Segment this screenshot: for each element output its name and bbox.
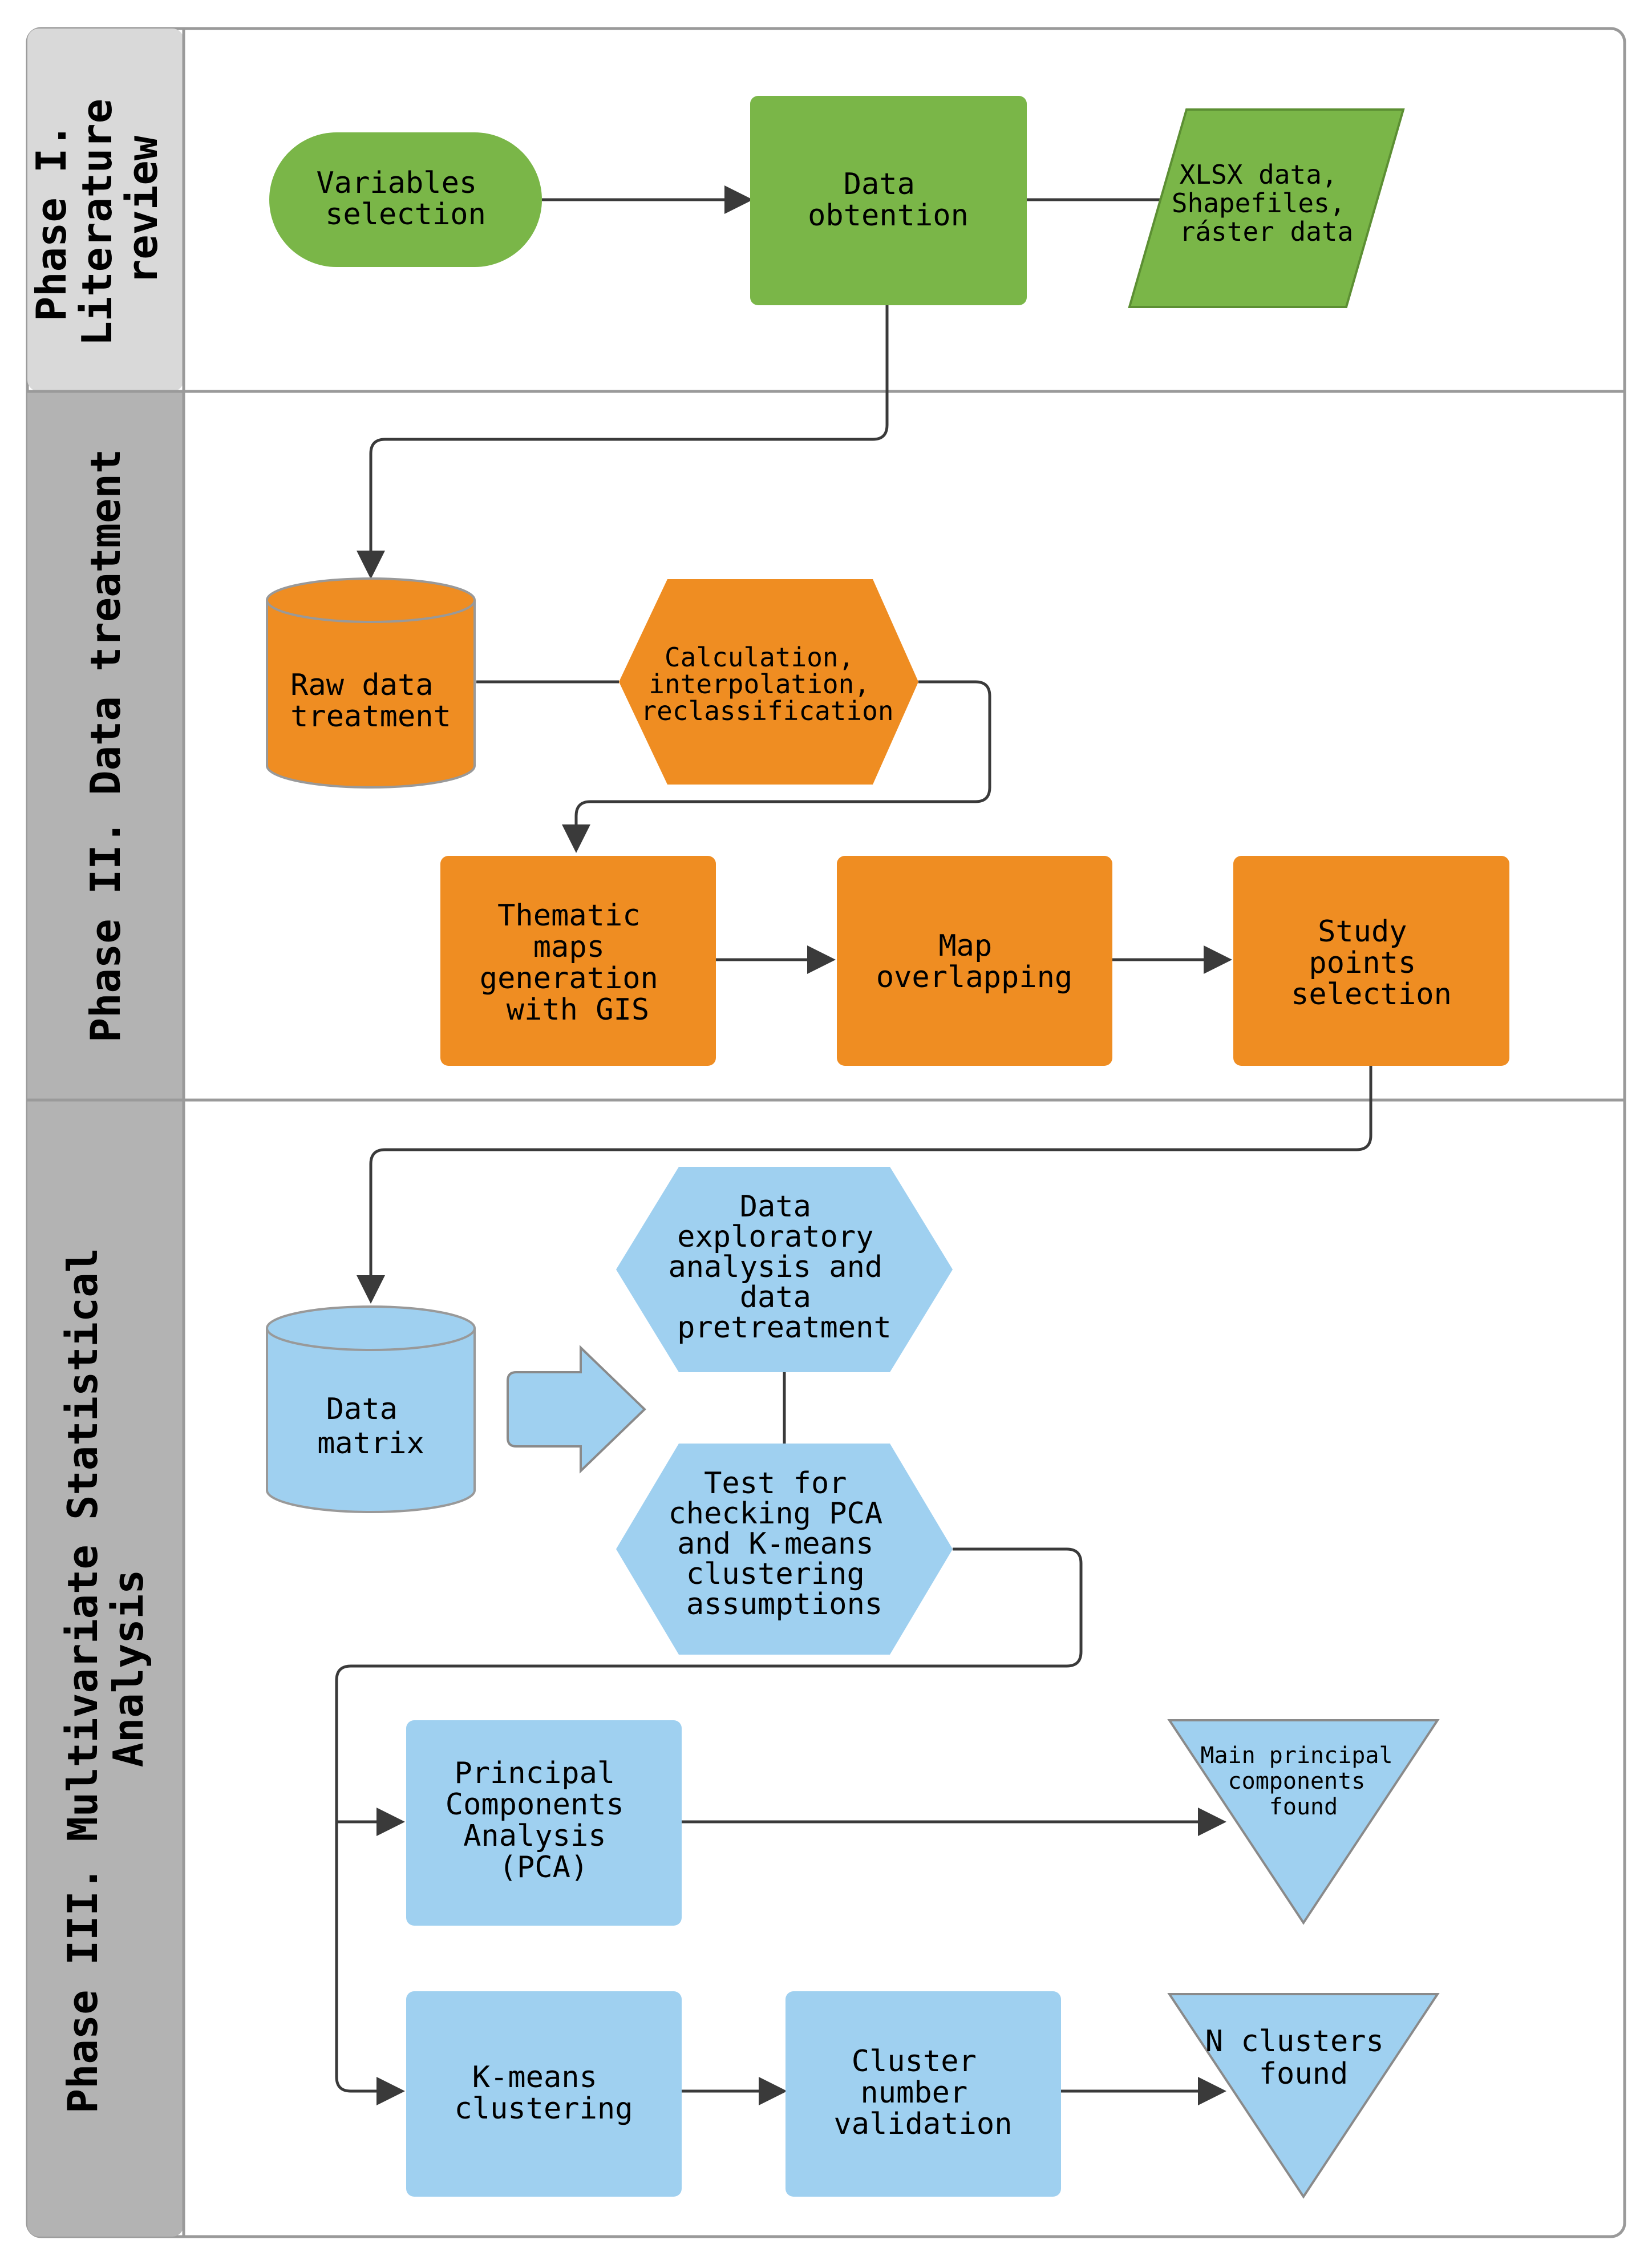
- lane-label-phase3-line2: Analysis: [104, 1570, 152, 1768]
- node-test-pca: [616, 1444, 953, 1655]
- node-xlsx-data-line3: ráster data: [1180, 216, 1354, 247]
- node-exploratory-line3: analysis and: [669, 1250, 883, 1284]
- svg-text:Data obtention: Data obtention: [808, 167, 969, 233]
- svg-text:Phase I. Literature: Phase I. Literature review: [27, 74, 167, 346]
- node-thematic-maps-line4: with GIS: [507, 993, 649, 1027]
- node-data-obtention-line2: obtention: [808, 199, 969, 233]
- node-map-overlapping: [837, 856, 1112, 1066]
- node-exploratory-line2: exploratory: [677, 1220, 873, 1254]
- node-pca-line3: Analysis: [463, 1819, 606, 1853]
- svg-text:Map overlapping: Map overlapping: [876, 929, 1072, 994]
- lane-label-phase2: Phase II. Data treatment: [82, 449, 129, 1042]
- node-map-overlapping-line1: Map: [938, 929, 992, 963]
- node-variables-selection-line2: selection: [325, 197, 486, 232]
- svg-text:Data matrix: Data matrix: [317, 1392, 424, 1461]
- node-test-pca-line4: clustering: [686, 1557, 865, 1591]
- connector-test-to-branches: [335, 1547, 1083, 2105]
- node-map-overlapping-line2: overlapping: [876, 960, 1072, 994]
- node-test-pca-line3: and K-means: [677, 1527, 873, 1561]
- node-exploratory-line4: data: [740, 1280, 811, 1315]
- svg-text:Raw data treatment: Raw data treatment: [290, 668, 451, 734]
- svg-text:Thematic maps generati: Thematic maps generation with GIS: [480, 899, 676, 1027]
- node-data-matrix-line2: matrix: [317, 1426, 424, 1461]
- svg-text:XLSX data, Shapefiles,: XLSX data, Shapefiles, ráster data: [1172, 159, 1361, 247]
- node-exploratory-line1: Data: [740, 1190, 811, 1224]
- node-cluster-validation-line1: Cluster: [852, 2044, 977, 2079]
- node-n-clusters-line1: N clusters: [1205, 2024, 1384, 2059]
- svg-text:Principal Components A: Principal Components Analysis (PCA): [446, 1756, 642, 1885]
- node-n-clusters-line2: found: [1259, 2057, 1349, 2091]
- node-raw-data-treatment-line2: treatment: [290, 700, 451, 734]
- lane-label-phase1-line2: Literature: [73, 99, 121, 346]
- svg-text:Phase II. Data treatment: Phase II. Data treatment: [82, 449, 129, 1042]
- svg-text:Test for checking PCA: Test for checking PCA and K-means cluste…: [669, 1466, 901, 1622]
- diagram-frame: [26, 27, 1626, 2238]
- node-xlsx-data-line2: Shapefiles,: [1172, 188, 1346, 219]
- node-data-obtention: [750, 96, 1027, 305]
- node-calculation: [619, 579, 918, 785]
- node-study-points-line1: Study: [1318, 915, 1407, 949]
- node-study-points-line2: points: [1309, 946, 1416, 980]
- node-pca: [406, 1720, 682, 1926]
- node-data-matrix: [266, 1305, 476, 1513]
- node-variables-selection-line1: Variables: [316, 166, 477, 200]
- node-data-obtention-line1: Data: [844, 167, 915, 201]
- lane-header-phase2: [27, 391, 184, 1100]
- svg-text:Phase III. Multivariate Statis: Phase III. Multivariate Statistical Anal…: [59, 1223, 152, 2114]
- node-calculation-line1: Calculation,: [665, 642, 854, 673]
- node-main-pc-found-line1: Main principal: [1200, 1743, 1392, 1769]
- node-test-pca-line2: checking PCA: [669, 1497, 883, 1531]
- svg-text:K-means clustering: K-means clustering: [454, 2060, 633, 2126]
- node-test-pca-line5: assumptions: [686, 1587, 882, 1622]
- node-main-pc-found: [1167, 1719, 1440, 1925]
- node-raw-data-treatment: [266, 577, 476, 789]
- node-thematic-maps-line1: Thematic: [497, 899, 640, 933]
- node-thematic-maps-line3: generation: [480, 961, 658, 996]
- node-calculation-line2: interpolation,: [649, 669, 870, 700]
- svg-text:Cluster number validat: Cluster number validation: [833, 2044, 1012, 2141]
- lane-label-phase1-line1: Phase I.: [27, 123, 75, 321]
- svg-text:Variables selection: Variables selection: [316, 166, 495, 232]
- node-thematic-maps-line2: maps: [533, 930, 605, 964]
- node-main-pc-found-line3: found: [1269, 1794, 1338, 1820]
- node-test-pca-line1: Test for: [704, 1466, 847, 1501]
- svg-text:Study points selection: Study points selection: [1291, 915, 1452, 1012]
- node-kmeans-line2: clustering: [454, 2092, 633, 2126]
- lane-label-phase1-line3: review: [119, 135, 167, 284]
- node-cluster-validation-line3: validation: [833, 2107, 1012, 2141]
- node-study-points: [1233, 856, 1509, 1066]
- lane-header-phase3: [27, 1100, 184, 2237]
- node-study-points-line3: selection: [1291, 977, 1452, 1012]
- node-pca-line4: (PCA): [499, 1850, 589, 1885]
- node-xlsx-data-line1: XLSX data,: [1180, 159, 1338, 190]
- connector-calculation-to-thematic: [562, 680, 991, 853]
- lane-label-phase3-line1: Phase III. Multivariate Statistical: [59, 1248, 107, 2113]
- node-n-clusters: [1167, 1993, 1440, 2199]
- node-pca-line1: Principal: [454, 1756, 615, 1790]
- node-xlsx-data: [1128, 108, 1405, 308]
- svg-text:Calculation, interpolation: Calculation, interpolation, reclassifica…: [641, 642, 893, 726]
- node-kmeans-line1: K-means: [472, 2060, 597, 2095]
- node-cluster-validation: [785, 1991, 1061, 2197]
- node-main-pc-found-line2: components: [1228, 1768, 1366, 1794]
- node-data-matrix-line1: Data: [326, 1392, 398, 1426]
- node-pca-line2: Components: [446, 1788, 624, 1822]
- lane-header-phase1: [27, 29, 184, 391]
- node-variables-selection: [269, 132, 542, 267]
- svg-text:Data exploratory analy: Data exploratory analysis and data pretr…: [669, 1190, 901, 1345]
- svg-text:Main principal components: Main principal components found: [1200, 1743, 1406, 1820]
- node-thematic-maps: [440, 856, 716, 1066]
- node-exploratory: [616, 1167, 953, 1372]
- connector-obtention-to-raw: [357, 305, 889, 579]
- node-exploratory-line5: pretreatment: [677, 1311, 892, 1345]
- node-cluster-validation-line2: number: [860, 2076, 967, 2110]
- connector-study-to-matrix: [357, 1066, 1372, 1304]
- node-raw-data-treatment-line1: Raw data: [290, 668, 433, 702]
- node-kmeans: [406, 1991, 682, 2197]
- svg-text:N clusters found: N clusters found: [1205, 2024, 1402, 2091]
- block-arrow-icon: [507, 1345, 646, 1474]
- node-calculation-line3: reclassification: [641, 696, 893, 726]
